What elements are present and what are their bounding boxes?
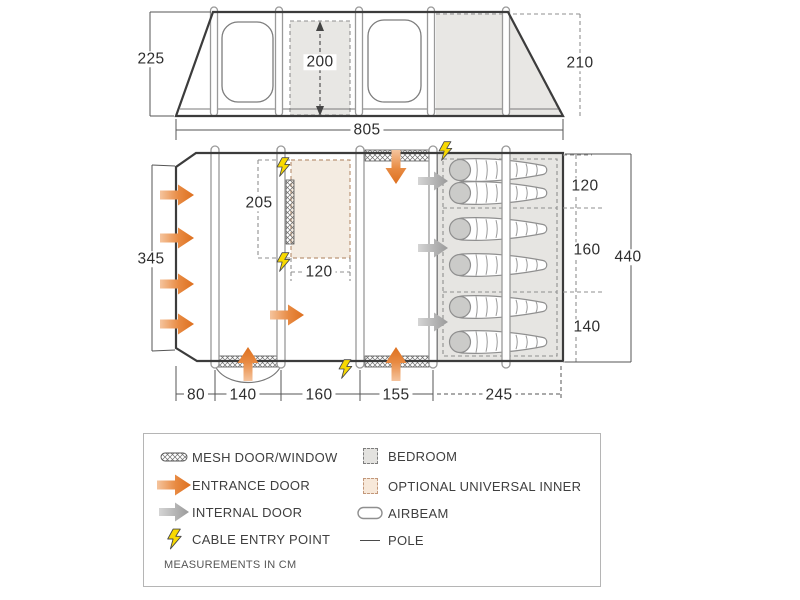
dim-label-section-140: 140 — [570, 319, 604, 335]
dim-label-section-120: 120 — [568, 178, 602, 194]
elevation-rear-bedroom — [436, 14, 562, 115]
mesh-door-window-icon — [156, 452, 192, 462]
legend-item-pole: POLE — [352, 530, 424, 550]
optional-inner-area — [290, 159, 351, 259]
elevation-view — [149, 6, 581, 140]
pole-icon — [426, 6, 436, 117]
bedroom-section-dividers — [443, 207, 557, 293]
legend-item-mesh: MESH DOOR/WINDOW — [156, 447, 338, 467]
legend-item-optional-inner: OPTIONAL UNIVERSAL INNER — [352, 476, 581, 496]
legend-label: OPTIONAL UNIVERSAL INNER — [388, 478, 582, 494]
pole-icon — [501, 6, 511, 117]
legend-label: ENTRANCE DOOR — [192, 477, 311, 493]
legend-label: AIRBEAM — [388, 505, 449, 521]
legend-label: INTERNAL DOOR — [192, 504, 303, 520]
legend-item-internal: INTERNAL DOOR — [156, 502, 302, 522]
internal-door-icon — [156, 501, 192, 523]
cable-entry-icon — [156, 527, 192, 551]
airbeam-icon — [210, 145, 220, 369]
legend: MESH DOOR/WINDOW ENTRANCE DOOR INTERNAL … — [143, 433, 601, 587]
dim-label-210: 210 — [563, 55, 597, 71]
dim-label-205: 205 — [242, 195, 276, 211]
airbeam-icon — [352, 506, 388, 520]
plan-tent-outline — [174, 151, 565, 363]
airbeam-icon — [355, 145, 365, 369]
legend-note: MEASUREMENTS IN CM — [164, 559, 297, 571]
dim-lines-200 — [316, 21, 324, 116]
elevation-window-1 — [221, 21, 274, 103]
dim-label-155: 155 — [379, 387, 413, 403]
legend-label: CABLE ENTRY POINT — [192, 531, 331, 547]
pole-icon — [209, 6, 219, 117]
dim-label-80: 80 — [183, 387, 209, 403]
legend-label: MESH DOOR/WINDOW — [192, 449, 338, 465]
legend-label: BEDROOM — [388, 448, 458, 464]
bedroom-swatch — [352, 448, 388, 464]
elevation-window-2 — [367, 19, 422, 103]
airbeam-icon — [501, 145, 511, 369]
legend-item-entrance: ENTRANCE DOOR — [156, 474, 311, 496]
legend-item-cable: CABLE ENTRY POINT — [156, 527, 331, 551]
dim-label-440: 440 — [611, 249, 645, 265]
entrance-door-icon — [156, 474, 192, 496]
pole-icon — [274, 6, 284, 117]
elevation-tent-outline — [174, 10, 565, 118]
pole-icon — [354, 6, 364, 117]
mesh-door-window-icon — [285, 179, 295, 245]
plan-view — [151, 141, 632, 401]
dim-label-140: 140 — [226, 387, 260, 403]
legend-label: POLE — [388, 532, 424, 548]
dim-label-section-160: 160 — [570, 242, 604, 258]
pole-icon — [352, 539, 388, 541]
dim-label-225: 225 — [134, 51, 168, 67]
cable-entry-icon — [338, 359, 353, 379]
legend-item-airbeam: AIRBEAM — [352, 503, 449, 523]
dim-label-245: 245 — [482, 387, 516, 403]
dim-label-160: 160 — [302, 387, 336, 403]
dim-label-805: 805 — [350, 122, 384, 138]
dim-label-120-inner: 120 — [302, 264, 336, 280]
dim-label-345: 345 — [134, 251, 168, 267]
legend-item-bedroom: BEDROOM — [352, 446, 457, 466]
optional-inner-swatch — [352, 478, 388, 494]
door-swing-arc — [213, 362, 283, 383]
dim-label-200: 200 — [303, 54, 337, 70]
